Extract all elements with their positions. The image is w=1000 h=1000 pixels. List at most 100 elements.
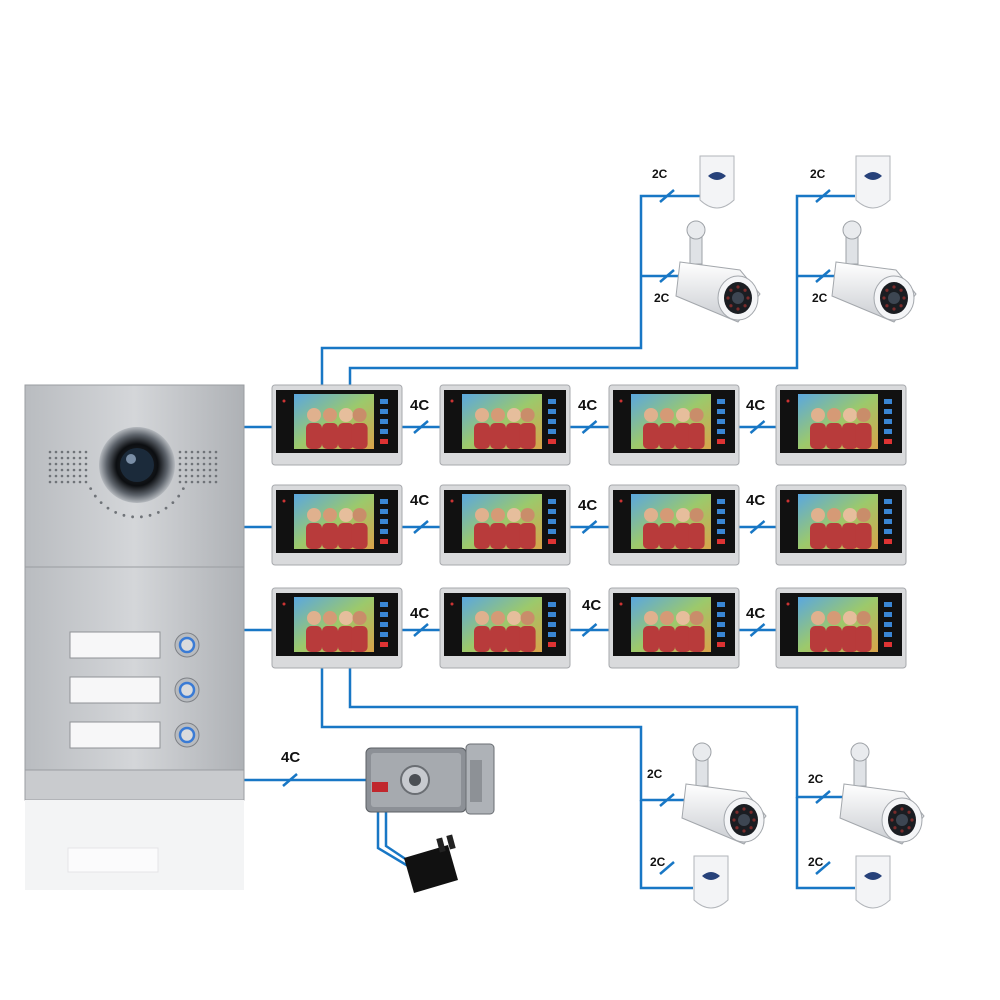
- camera-wire-bottom-2: [348, 668, 848, 799]
- speaker-grille-left: [48, 450, 185, 519]
- wire-label-4c: 4C: [746, 605, 765, 622]
- monitor-icon: [271, 484, 403, 566]
- wire-break-mark: [581, 623, 598, 637]
- peripheral-devices: [675, 155, 925, 909]
- grille-hole: [190, 456, 194, 460]
- grille-hole: [214, 456, 218, 460]
- electric-lock-icon: [365, 743, 495, 815]
- monitor-icon: [439, 384, 571, 466]
- bullet-camera-icon: [675, 220, 761, 323]
- power-adapter-icon: [404, 834, 458, 893]
- grille-hole: [178, 474, 182, 478]
- door-station: [24, 384, 245, 890]
- camera-wire-bottom-1: [320, 668, 693, 802]
- reflection-plate: [67, 847, 159, 873]
- grille-hole: [202, 480, 206, 484]
- monitor-icon: [608, 484, 740, 566]
- motion-sensor-icon: [855, 855, 891, 909]
- wire-break-mark: [815, 269, 831, 283]
- mic-hole: [122, 513, 126, 517]
- grille-hole: [184, 480, 188, 484]
- adapter-wire: [376, 812, 409, 868]
- wire-label-4c: 4C: [746, 492, 765, 509]
- bullet-camera-icon: [681, 742, 767, 845]
- sensor-wire-bottom-1: [639, 800, 693, 890]
- mic-hole: [139, 515, 143, 519]
- mic-hole: [148, 513, 152, 517]
- wire-label-2c: 2C: [808, 855, 824, 869]
- grille-hole: [48, 480, 52, 484]
- monitor-icon: [775, 384, 907, 466]
- lens-glass: [120, 448, 154, 482]
- grille-hole: [208, 474, 212, 478]
- bullet-camera-icon: [831, 220, 917, 323]
- grille-hole: [60, 474, 64, 478]
- mic-hole: [156, 511, 160, 514]
- name-plate: [69, 631, 161, 659]
- wire-label-4c: 4C: [410, 605, 429, 622]
- grille-hole: [202, 462, 206, 466]
- wire-break-mark: [413, 420, 429, 434]
- grille-hole: [202, 474, 206, 478]
- grille-hole: [208, 468, 212, 472]
- motion-sensor-icon: [693, 855, 729, 909]
- grille-hole: [84, 456, 88, 460]
- grille-hole: [48, 468, 52, 472]
- name-plate: [69, 721, 161, 749]
- mic-hole: [164, 506, 168, 510]
- grille-hole: [214, 450, 218, 454]
- grille-hole: [84, 480, 88, 484]
- wire-break-mark: [581, 520, 598, 534]
- grille-hole: [54, 468, 58, 472]
- grille-hole: [178, 468, 182, 472]
- wire-label-4c: 4C: [578, 397, 597, 414]
- motion-sensor-icon: [855, 155, 891, 209]
- wire-label-2c: 2C: [654, 291, 670, 305]
- wire-label-2c: 2C: [808, 772, 824, 786]
- grille-hole: [54, 456, 58, 460]
- lens-highlight: [126, 454, 136, 464]
- grille-hole: [196, 480, 200, 484]
- sensor-wire-top-2: [348, 194, 855, 385]
- wire-break-mark: [749, 420, 766, 434]
- grille-hole: [84, 474, 88, 478]
- grille-hole: [48, 456, 52, 460]
- grille-hole: [54, 474, 58, 478]
- wire-label-4c: 4C: [582, 597, 601, 614]
- monitor-icon: [439, 587, 571, 669]
- monitor-icon: [608, 384, 740, 466]
- call-button-icon[interactable]: [174, 722, 200, 748]
- call-button-icon[interactable]: [174, 677, 200, 703]
- monitor-icon: [271, 384, 403, 466]
- grille-hole: [60, 468, 64, 472]
- grille-hole: [190, 474, 194, 478]
- wire-label-4c: 4C: [746, 397, 765, 414]
- grille-hole: [184, 450, 188, 454]
- grille-hole: [196, 450, 200, 454]
- mic-hole: [99, 501, 103, 505]
- grille-hole: [184, 474, 188, 478]
- wire-label-4c: 4C: [410, 492, 429, 509]
- grille-hole: [48, 450, 52, 454]
- grille-hole: [190, 480, 194, 484]
- wire-label-2c: 2C: [647, 767, 663, 781]
- sensor-wire-top-1: [320, 194, 700, 385]
- grille-hole: [78, 450, 82, 454]
- grille-hole: [84, 450, 88, 454]
- door-station-reflection: [25, 800, 244, 890]
- sensor-wire-bottom-2: [795, 797, 855, 890]
- call-button-icon[interactable]: [174, 632, 200, 658]
- grille-hole: [184, 456, 188, 460]
- motion-sensor-icon: [699, 155, 735, 209]
- door-station-base: [24, 769, 245, 801]
- grille-hole: [208, 462, 212, 466]
- grille-hole: [196, 468, 200, 472]
- grille-hole: [78, 468, 82, 472]
- speaker-grille-right: [178, 450, 218, 484]
- wire-label-2c: 2C: [650, 855, 666, 869]
- grille-hole: [178, 450, 182, 454]
- mic-hole: [177, 494, 181, 498]
- wire-break-mark: [749, 623, 766, 637]
- grille-hole: [66, 456, 70, 460]
- grille-hole: [214, 462, 218, 466]
